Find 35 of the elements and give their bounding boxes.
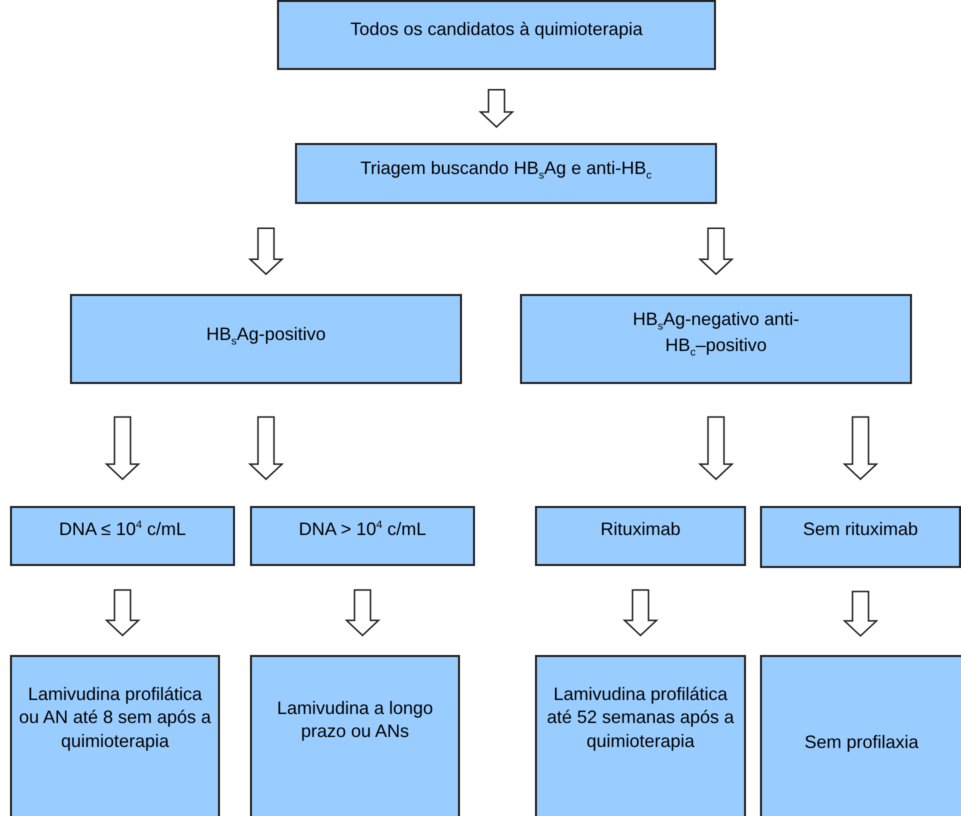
process-box xyxy=(277,0,716,70)
box-text: Sem profilaxia xyxy=(804,731,919,754)
process-box xyxy=(535,506,746,566)
box-text: Triagem buscando HB$_{s}$Ag e anti-HB$_{c}$ xyxy=(360,157,652,183)
box-text: DNA > 10$^{4}$ c/mL xyxy=(298,518,426,541)
block-arrow xyxy=(842,590,878,637)
block-arrow xyxy=(248,228,284,276)
process-box xyxy=(520,294,912,384)
block-arrow xyxy=(698,416,734,480)
box-text: Lamivudina profilática ou AN até 8 sem após a quimioterapia xyxy=(18,683,212,753)
box-text: Rituximab xyxy=(600,518,681,541)
box-text: DNA ≤ 10$^{4}$ c/mL xyxy=(59,518,186,541)
block-arrow xyxy=(104,589,140,636)
block-arrow xyxy=(842,416,878,480)
block-arrow xyxy=(248,416,284,480)
process-box xyxy=(10,655,220,816)
box-text: HB$_{s}$Ag-positivo xyxy=(206,323,326,349)
block-arrow xyxy=(104,416,140,480)
process-box xyxy=(250,506,475,566)
process-box xyxy=(10,506,235,566)
box-text: Todos os candidatos à quimioterapia xyxy=(350,18,643,41)
block-arrow xyxy=(344,589,380,636)
box-text: HB$_{s}$Ag-negativo anti-HB$_{c}$–positivo xyxy=(632,308,800,360)
process-box xyxy=(295,143,717,204)
block-arrow xyxy=(698,228,734,276)
box-text: Sem rituximab xyxy=(802,518,918,541)
box-text: Lamivudina profilática até 52 semanas após a quimioterapia xyxy=(546,683,736,753)
block-arrow xyxy=(478,88,514,128)
process-box xyxy=(535,655,746,816)
process-box xyxy=(250,655,460,816)
process-box xyxy=(760,655,961,816)
box-text: Lamivudina a longo prazo ou ANs xyxy=(276,697,434,744)
process-box xyxy=(760,506,961,568)
process-box xyxy=(70,294,462,384)
block-arrow xyxy=(622,589,658,636)
